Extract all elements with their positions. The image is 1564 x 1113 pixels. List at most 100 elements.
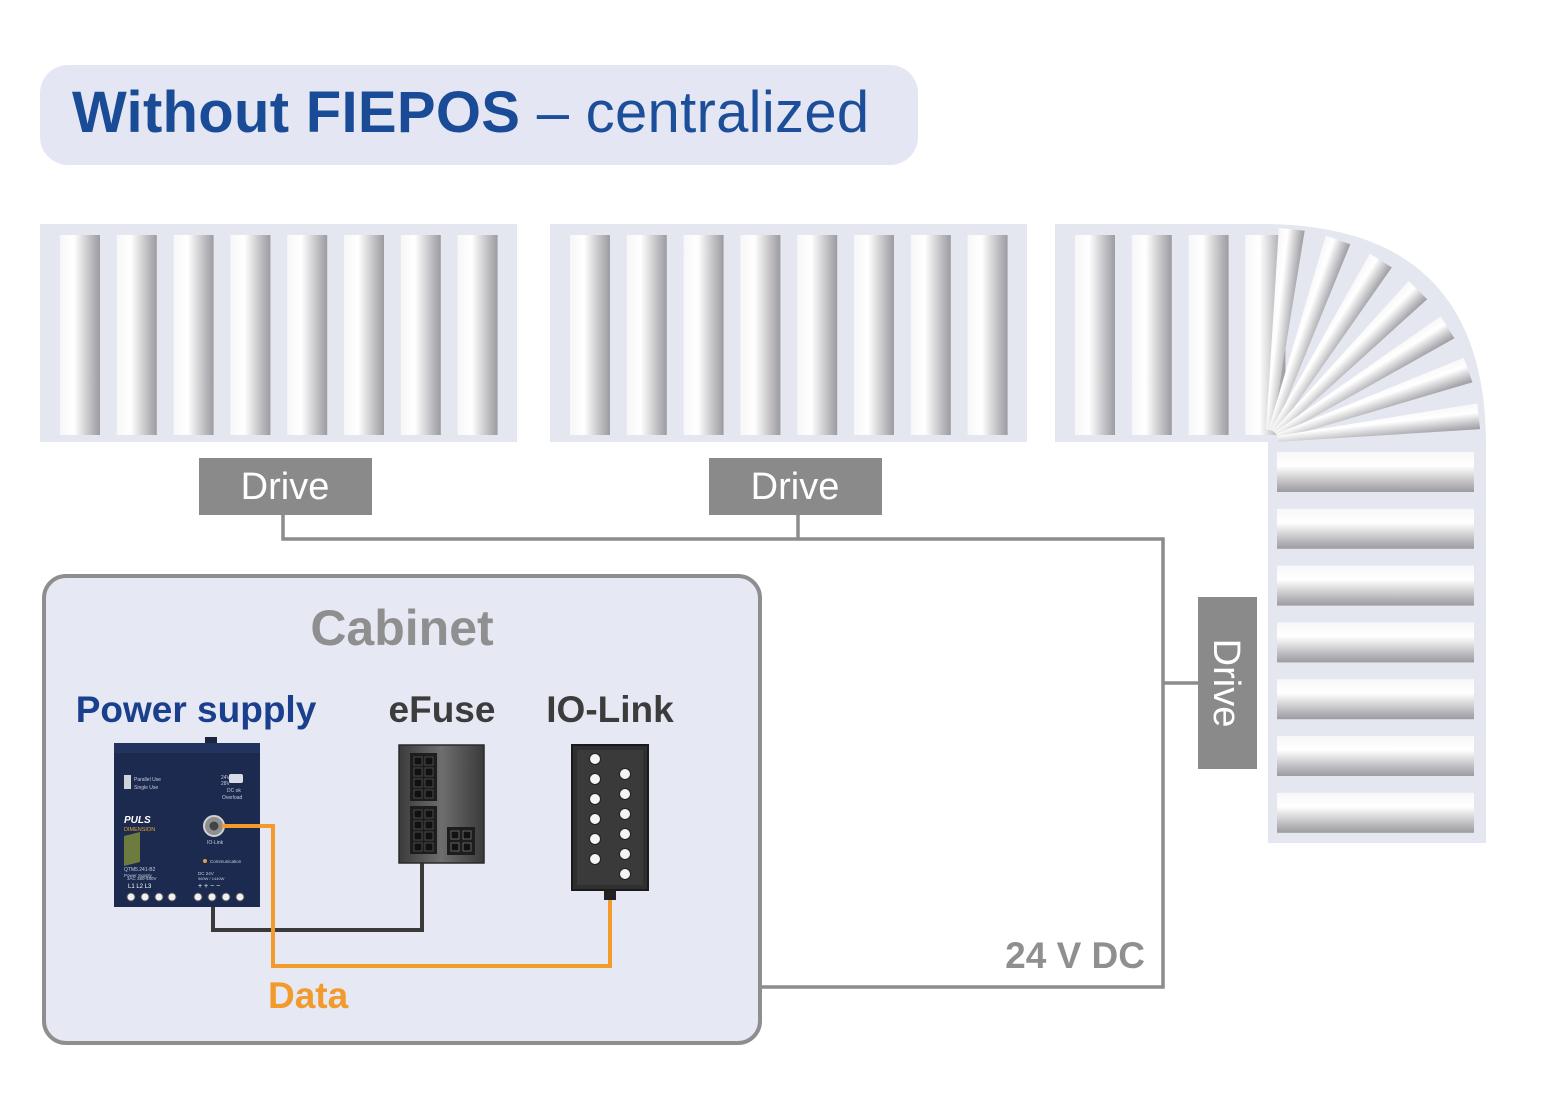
efuse-pin (413, 820, 423, 830)
roller (683, 235, 724, 435)
psu-communication: Communication (210, 859, 242, 864)
iolink-port (589, 853, 601, 865)
iolink-port (619, 768, 631, 780)
roller (1277, 679, 1474, 720)
efuse-pin (413, 831, 423, 841)
psu-iolink-text: IO-Link (207, 840, 224, 846)
iolink-port (619, 828, 631, 840)
efuse-pin (424, 789, 434, 799)
power-label: 24 V DC (1005, 935, 1145, 976)
efuse-pin (424, 778, 434, 788)
psu-input-terms: L1 L2 L3 (128, 884, 152, 890)
roller (854, 235, 894, 435)
efuse-pin (424, 809, 434, 819)
psu-24v: 24V (221, 775, 231, 781)
roller (230, 235, 271, 435)
efuse-label: eFuse (389, 689, 496, 730)
power-supply-label: Power supply (76, 689, 317, 730)
roller (344, 235, 384, 435)
psu-overload: Overload (222, 795, 243, 801)
roller (173, 235, 214, 435)
efuse-pin (424, 820, 434, 830)
efuse-pin (413, 756, 423, 766)
roller (1277, 622, 1474, 663)
efuse-pin (413, 789, 423, 799)
roller (1277, 565, 1474, 606)
roller (1131, 235, 1172, 435)
psu-output-sub: 960W / 1440W (198, 876, 225, 881)
iolink-port (589, 833, 601, 845)
roller (400, 235, 441, 435)
efuse-pin (413, 778, 423, 788)
psu-to-efuse-wire (211, 862, 424, 932)
psu-decor-pattern (124, 832, 140, 866)
drive-3-label: Drive (1205, 639, 1247, 728)
roller (1277, 452, 1474, 492)
conveyor-segment-1 (40, 224, 517, 442)
cabinet-label: Cabinet (310, 600, 494, 656)
roller (910, 235, 951, 435)
drive-1: Drive (199, 458, 372, 515)
psu-single-use: Single Use (134, 785, 158, 791)
power-supply-device: Parallel Use Single Use 24V 28V DC ok Ov… (114, 737, 260, 907)
efuse-pin (424, 756, 434, 766)
drive-3: Drive (1198, 597, 1257, 769)
curve-roller (1274, 316, 1455, 438)
iolink-port (589, 813, 601, 825)
roller (797, 235, 838, 435)
curve-roller (1268, 235, 1351, 432)
psu-dc-ok: DC ok (227, 788, 241, 794)
iolink-port (589, 773, 601, 785)
roller (116, 235, 157, 435)
psu-input-terminals (126, 892, 177, 902)
efuse-pin (413, 842, 423, 852)
conveyor-segment-2 (550, 224, 1027, 442)
roller (740, 235, 781, 435)
iolink-port (619, 848, 631, 860)
drive-2: Drive (709, 458, 882, 515)
efuse-pin (413, 767, 423, 777)
efuse-device (398, 744, 485, 864)
iolink-port (589, 793, 601, 805)
curve-roller (1266, 227, 1305, 431)
iolink-port (589, 753, 601, 765)
drive-2-label: Drive (751, 466, 840, 508)
efuse-pin (424, 831, 434, 841)
psu-output: DC 24V (198, 871, 214, 876)
iolink-device (571, 744, 649, 900)
efuse-pin (424, 767, 434, 777)
psu-input: 3AC 380-480V (127, 876, 157, 881)
title-rest: – centralized (520, 80, 870, 145)
data-wire (222, 824, 612, 968)
curve-roller (1276, 357, 1473, 440)
curve-roller (1270, 253, 1392, 434)
psu-model-sub: Power Supply (124, 873, 153, 878)
psu-series: DIMENSION (124, 827, 155, 833)
roller (1188, 235, 1229, 435)
roller (1277, 508, 1474, 549)
iolink-label: IO-Link (546, 689, 674, 730)
efuse-pin (413, 809, 423, 819)
page-title: Without FIEPOS – centralized (72, 78, 869, 148)
psu-model: QTM5.241-B2 (124, 867, 156, 873)
iolink-port (619, 868, 631, 880)
roller (457, 235, 498, 435)
iolink-port (619, 808, 631, 820)
psu-parallel-use: Parallel Use (134, 777, 161, 783)
drive-1-label: Drive (241, 466, 330, 508)
roller (1075, 235, 1115, 435)
efuse-pin (424, 842, 434, 852)
iolink-port (619, 788, 631, 800)
roller (287, 235, 328, 435)
roller (626, 235, 667, 435)
roller (1277, 736, 1474, 776)
curve-roller (1277, 403, 1481, 442)
roller (967, 235, 1008, 435)
roller (570, 235, 610, 435)
data-label: Data (268, 975, 349, 1016)
title-bold: Without FIEPOS (72, 80, 521, 145)
roller (60, 235, 100, 435)
psu-output-terminals (193, 892, 245, 902)
psu-brand: PULS (124, 815, 151, 826)
